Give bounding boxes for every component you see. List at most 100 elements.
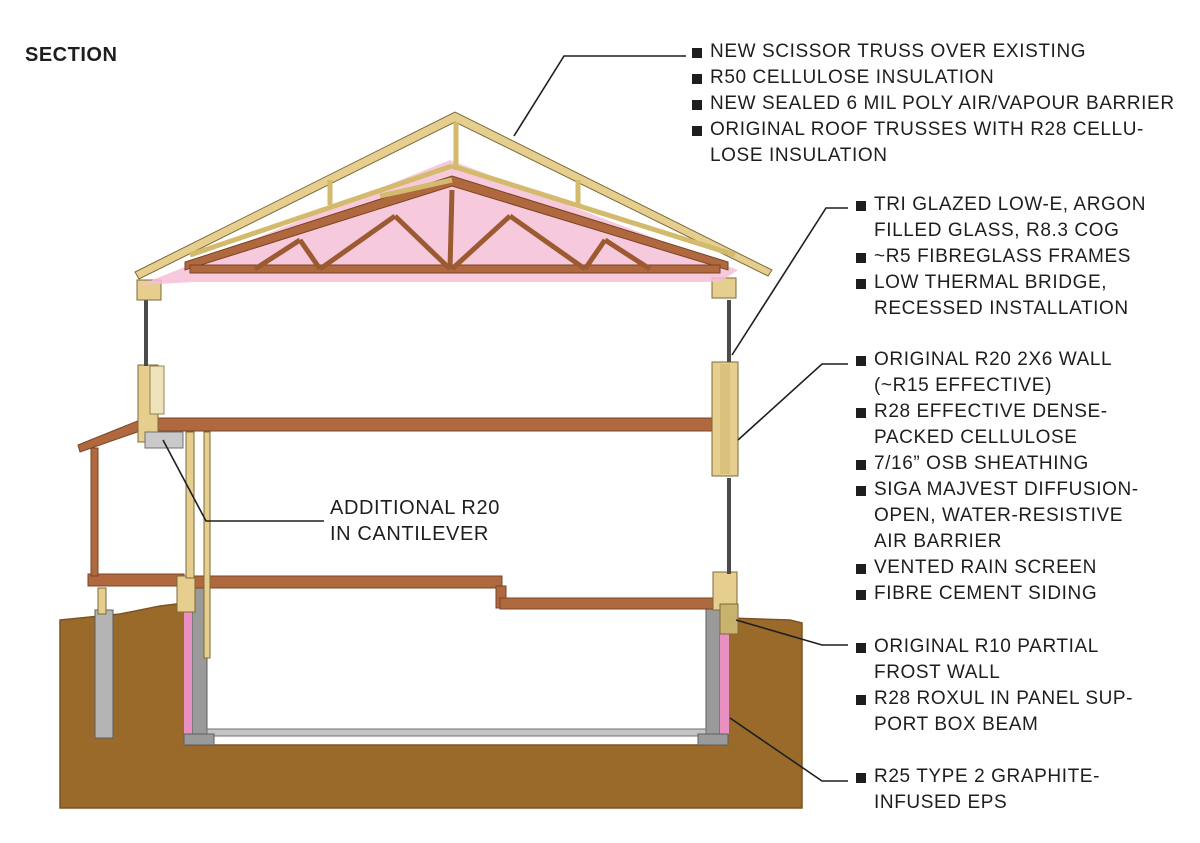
- bullet-square-icon: [856, 279, 866, 289]
- callout-line: ORIGINAL R10 PARTIAL: [874, 636, 1099, 657]
- footing-right: [697, 733, 729, 746]
- scissor-truss-webs: [189, 122, 736, 258]
- callout-roof: NEW SCISSOR TRUSS OVER EXISTING R50 CELLU…: [690, 39, 1175, 169]
- callout-line: AIR BARRIER: [874, 531, 1003, 552]
- right-wall-cellulose: [720, 364, 730, 474]
- callout-list-window: TRI GLAZED LOW-E, ARGON FILLED GLASS, R8.…: [854, 192, 1146, 322]
- main-floor-joist: [193, 575, 503, 589]
- callout-item: R28 EFFECTIVE DENSE- PACKED CELLULOSE: [854, 399, 1139, 451]
- callout-item: ORIGINAL R10 PARTIAL FROST WALL: [854, 634, 1133, 686]
- callout-line: R28 EFFECTIVE DENSE-: [874, 401, 1108, 422]
- left-wall-upper: [144, 300, 148, 366]
- bullet-square-icon: [856, 201, 866, 211]
- callout-item: TRI GLAZED LOW-E, ARGON FILLED GLASS, R8.…: [854, 192, 1146, 244]
- section-title: SECTION: [25, 44, 118, 66]
- callout-eps: R25 TYPE 2 GRAPHITE-INFUSED EPS: [854, 764, 1100, 816]
- callout-item: R28 ROXUL IN PANEL SUP- PORT BOX BEAM: [854, 686, 1133, 738]
- bullet-square-icon: [692, 100, 702, 110]
- callout-line: LOSE INSULATION: [710, 145, 888, 166]
- callout-frost-wall: ORIGINAL R10 PARTIAL FROST WALL R28 ROXUL …: [854, 634, 1133, 738]
- callout-line: FROST WALL: [874, 662, 1001, 683]
- eps-insulation-right: [720, 628, 729, 734]
- bullet-square-icon: [692, 48, 702, 58]
- right-window: [727, 300, 731, 362]
- callout-item: R25 TYPE 2 GRAPHITE-INFUSED EPS: [854, 764, 1100, 816]
- left-wall-lower: [185, 431, 195, 579]
- callout-line: FIBRE CEMENT SIDING: [874, 583, 1098, 604]
- bullet-square-icon: [856, 643, 866, 653]
- callout-item: VENTED RAIN SCREEN: [854, 555, 1139, 581]
- main-floor-joist-lower: [499, 597, 723, 610]
- callout-list-eps: R25 TYPE 2 GRAPHITE-INFUSED EPS: [854, 764, 1100, 816]
- callout-item: ORIGINAL ROOF TRUSSES WITH R28 CELLU- LOS…: [690, 117, 1175, 169]
- sill-plate-left: [176, 575, 196, 613]
- basement-space: [207, 605, 707, 731]
- bullet-square-icon: [856, 486, 866, 496]
- bullet-square-icon: [692, 74, 702, 84]
- left-stud-lower: [203, 431, 211, 659]
- callout-list-wall: ORIGINAL R20 2X6 WALL (~R15 EFFECTIVE) R28…: [854, 347, 1139, 607]
- second-floor-joist: [157, 417, 721, 432]
- callout-line: ORIGINAL R20 2X6 WALL: [874, 349, 1113, 370]
- original-truss-top: [184, 175, 729, 271]
- eps-insulation-left: [184, 612, 192, 734]
- bullet-square-icon: [856, 695, 866, 705]
- callout-line: ~R5 FIBREGLASS FRAMES: [874, 246, 1132, 267]
- deck-frame: [87, 573, 185, 587]
- deck-pile: [94, 609, 114, 739]
- callout-line: PORT BOX BEAM: [874, 714, 1039, 735]
- bullet-square-icon: [692, 126, 702, 136]
- callout-line: OPEN, WATER-RESISTIVE: [874, 505, 1124, 526]
- callout-item: 7/16” OSB SHEATHING: [854, 451, 1139, 477]
- callout-item: LOW THERMAL BRIDGE, RECESSED INSTALLATION: [854, 270, 1146, 322]
- truss-webs: [253, 189, 652, 272]
- callout-line: NEW SEALED 6 MIL POLY AIR/VAPOUR BARRIER: [710, 93, 1175, 114]
- cantilever-insulation: [149, 365, 165, 415]
- callout-line: NEW SCISSOR TRUSS OVER EXISTING: [710, 41, 1087, 62]
- callout-line: RECESSED INSTALLATION: [874, 298, 1129, 319]
- cantilever-line-1: ADDITIONAL R20: [330, 497, 500, 519]
- cantilever-underside: [144, 431, 184, 449]
- attic-cellulose-insulation: [140, 160, 738, 285]
- bullet-square-icon: [856, 590, 866, 600]
- callout-line: PACKED CELLULOSE: [874, 427, 1078, 448]
- deck-pile-cap: [97, 587, 107, 615]
- box-beam-right: [719, 603, 739, 635]
- callout-item: NEW SCISSOR TRUSS OVER EXISTING: [690, 39, 1175, 65]
- bullet-square-icon: [856, 460, 866, 470]
- callout-list-roof: NEW SCISSOR TRUSS OVER EXISTING R50 CELLU…: [690, 39, 1175, 169]
- right-wall-lower: [727, 478, 731, 574]
- callout-item: ORIGINAL R20 2X6 WALL (~R15 EFFECTIVE): [854, 347, 1139, 399]
- bullet-square-icon: [856, 356, 866, 366]
- top-plate-left: [136, 279, 162, 301]
- bullet-square-icon: [856, 773, 866, 783]
- callout-line: (~R15 EFFECTIVE): [874, 375, 1052, 396]
- callout-item: R50 CELLULOSE INSULATION: [690, 65, 1175, 91]
- callout-item: FIBRE CEMENT SIDING: [854, 581, 1139, 607]
- basement-slab: [206, 728, 707, 737]
- bullet-square-icon: [856, 408, 866, 418]
- porch-roof: [77, 419, 144, 453]
- callout-window: TRI GLAZED LOW-E, ARGON FILLED GLASS, R8.…: [854, 192, 1146, 322]
- callout-line: R50 CELLULOSE INSULATION: [710, 67, 995, 88]
- callout-line: ORIGINAL ROOF TRUSSES WITH R28 CELLU-: [710, 119, 1144, 140]
- callout-line: INFUSED EPS: [874, 792, 1008, 813]
- callout-item: ~R5 FIBREGLASS FRAMES: [854, 244, 1146, 270]
- callout-line: TRI GLAZED LOW-E, ARGON: [874, 194, 1147, 215]
- callout-line: R28 ROXUL IN PANEL SUP-: [874, 688, 1134, 709]
- callout-wall: ORIGINAL R20 2X6 WALL (~R15 EFFECTIVE) R28…: [854, 347, 1139, 607]
- callout-item: SIGA MAJVEST DIFFUSION- OPEN, WATER-RESIS…: [854, 477, 1139, 555]
- callout-line: SIGA MAJVEST DIFFUSION-: [874, 479, 1139, 500]
- bullet-square-icon: [856, 253, 866, 263]
- callout-cantilever: ADDITIONAL R20 IN CANTILEVER: [330, 495, 500, 547]
- porch-post: [90, 447, 99, 577]
- callout-line: FILLED GLASS, R8.3 COG: [874, 220, 1120, 241]
- callout-line: VENTED RAIN SCREEN: [874, 557, 1098, 578]
- cantilever-line-2: IN CANTILEVER: [330, 523, 489, 545]
- footing-left: [183, 733, 215, 746]
- callout-line: 7/16” OSB SHEATHING: [874, 453, 1089, 474]
- callout-item: NEW SEALED 6 MIL POLY AIR/VAPOUR BARRIER: [690, 91, 1175, 117]
- callout-line: LOW THERMAL BRIDGE,: [874, 272, 1108, 293]
